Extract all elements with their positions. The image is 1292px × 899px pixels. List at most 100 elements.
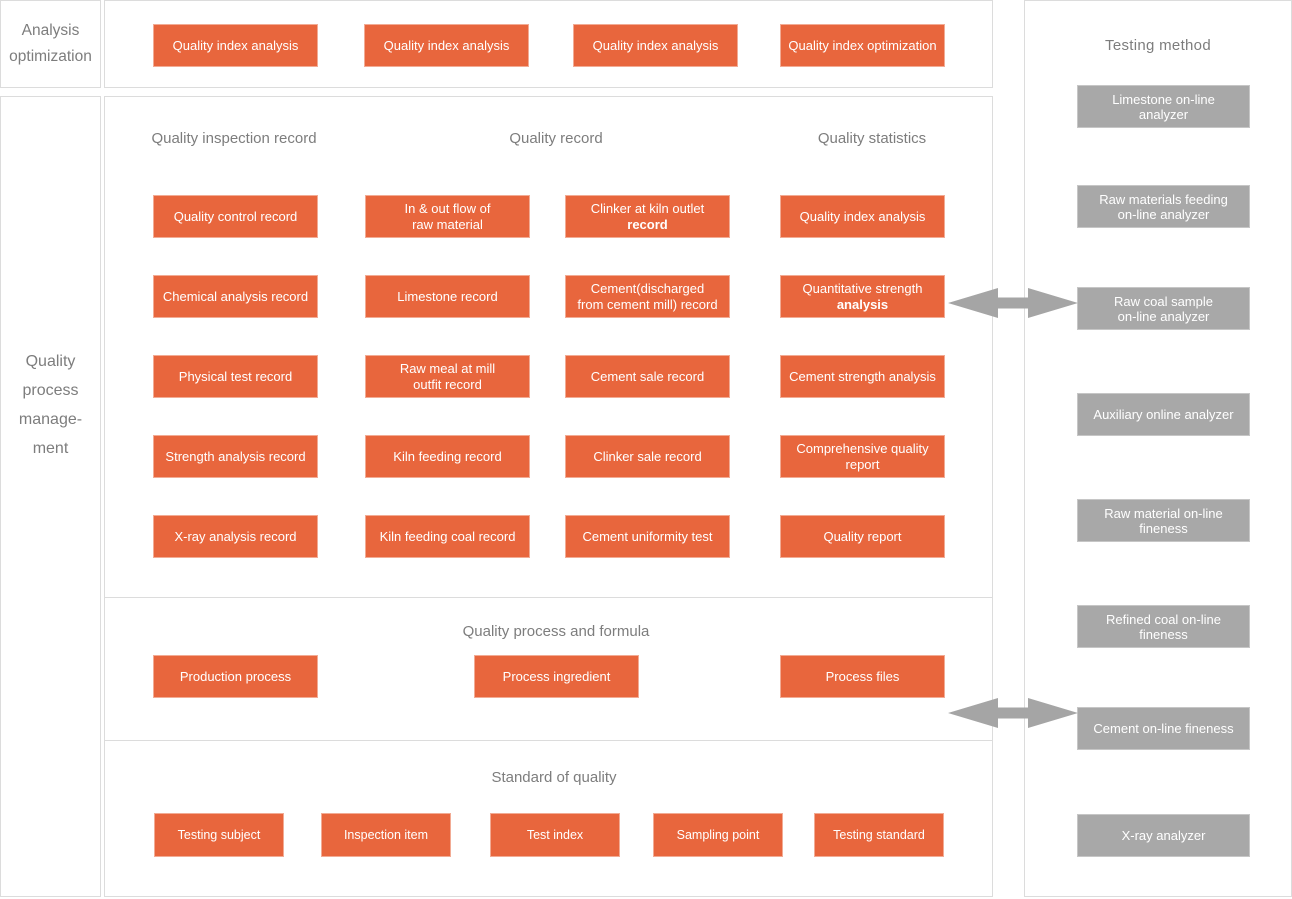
x-ray-analysis-record-button[interactable]: X-ray analysis record bbox=[153, 515, 318, 558]
comprehensive-quality-report-button[interactable]: Comprehensive quality report bbox=[780, 435, 945, 478]
strength-analysis-record-button[interactable]: Strength analysis record bbox=[153, 435, 318, 478]
refined-coal-online-fineness-box[interactable]: Refined coal on-line fineness bbox=[1077, 605, 1250, 648]
quality-control-record-button[interactable]: Quality control record bbox=[153, 195, 318, 238]
kiln-feeding-coal-record-button[interactable]: Kiln feeding coal record bbox=[365, 515, 530, 558]
button-label: Inspection item bbox=[343, 828, 429, 842]
in-out-flow-of-raw-material-button[interactable]: In & out flow of raw material bbox=[365, 195, 530, 238]
kiln-feeding-record-button[interactable]: Kiln feeding record bbox=[365, 435, 530, 478]
box-label-line: Limestone on-line bbox=[1112, 91, 1215, 107]
quality-index-optimization-button[interactable]: Quality index optimization bbox=[780, 24, 945, 67]
box-label-line: Raw material on-line bbox=[1104, 505, 1223, 521]
label-line: process bbox=[22, 382, 79, 399]
quality-records-section: Quality inspection record Quality record… bbox=[105, 97, 992, 597]
cement-sale-record-button[interactable]: Cement sale record bbox=[565, 355, 730, 398]
quality-process-management-label-cell: Quality process manage- ment bbox=[0, 96, 101, 897]
button-label-line: report bbox=[845, 456, 880, 472]
button-label-line: Clinker at kiln outlet bbox=[590, 200, 705, 216]
button-label: X-ray analysis record bbox=[174, 528, 297, 544]
button-label: Strength analysis record bbox=[165, 448, 306, 464]
button-label: Quality index analysis bbox=[799, 208, 926, 224]
button-label-line: Raw meal at mill bbox=[399, 360, 496, 376]
raw-meal-at-mill-outfit-record-button[interactable]: Raw meal at mill outfit record bbox=[365, 355, 530, 398]
button-label-line: Cement(discharged bbox=[590, 280, 705, 296]
quality-process-management-panel: Quality inspection record Quality record… bbox=[104, 96, 993, 897]
cement-uniformity-test-button[interactable]: Cement uniformity test bbox=[565, 515, 730, 558]
double-headed-arrow-icon-2 bbox=[948, 698, 1078, 728]
quality-index-analysis-button-3[interactable]: Quality index analysis bbox=[573, 24, 738, 67]
button-label: Process files bbox=[825, 668, 900, 684]
clinker-at-kiln-outlet-record-button[interactable]: Clinker at kiln outlet record bbox=[565, 195, 730, 238]
production-process-button[interactable]: Production process bbox=[153, 655, 318, 698]
box-label: Auxiliary online analyzer bbox=[1093, 407, 1234, 422]
button-label: Sampling point bbox=[676, 828, 760, 842]
analysis-optimization-label-cell: Analysis optimization bbox=[0, 0, 101, 88]
button-label: Cement uniformity test bbox=[582, 528, 713, 544]
quality-index-analysis-button-2[interactable]: Quality index analysis bbox=[364, 24, 529, 67]
standard-of-quality-header: Standard of quality bbox=[491, 769, 617, 786]
test-index-button[interactable]: Test index bbox=[490, 813, 620, 857]
quality-index-analysis-button-1[interactable]: Quality index analysis bbox=[153, 24, 318, 67]
box-label-line: fineness bbox=[1139, 520, 1188, 536]
testing-subject-button[interactable]: Testing subject bbox=[154, 813, 284, 857]
process-files-button[interactable]: Process files bbox=[780, 655, 945, 698]
quality-process-management-label: Quality process manage- ment bbox=[1, 347, 100, 463]
button-label: Physical test record bbox=[178, 368, 293, 384]
button-label-line: outfit record bbox=[413, 376, 482, 392]
box-label-line: on-line analyzer bbox=[1117, 206, 1210, 222]
box-label: Cement on-line fineness bbox=[1093, 721, 1234, 736]
raw-coal-sample-online-analyzer-box[interactable]: Raw coal sample on-line analyzer bbox=[1077, 287, 1250, 330]
raw-material-online-fineness-box[interactable]: Raw material on-line fineness bbox=[1077, 499, 1250, 542]
button-label: Testing subject bbox=[177, 828, 261, 842]
process-ingredient-button[interactable]: Process ingredient bbox=[474, 655, 639, 698]
button-label: Production process bbox=[179, 668, 292, 684]
box-label-line: on-line analyzer bbox=[1117, 308, 1210, 324]
physical-test-record-button[interactable]: Physical test record bbox=[153, 355, 318, 398]
inspection-item-button[interactable]: Inspection item bbox=[321, 813, 451, 857]
button-label: Testing standard bbox=[833, 828, 925, 842]
label-line: manage- bbox=[18, 411, 83, 428]
quality-index-analysis-button[interactable]: Quality index analysis bbox=[780, 195, 945, 238]
x-ray-analyzer-box[interactable]: X-ray analyzer bbox=[1077, 814, 1250, 857]
quality-report-button[interactable]: Quality report bbox=[780, 515, 945, 558]
quantitative-strength-analysis-button[interactable]: Quantitative strength analysis bbox=[780, 275, 945, 318]
clinker-sale-record-button[interactable]: Clinker sale record bbox=[565, 435, 730, 478]
label-line: Quality bbox=[25, 353, 76, 370]
button-label-line: Comprehensive quality bbox=[796, 440, 929, 456]
button-label: Clinker sale record bbox=[593, 448, 702, 464]
button-label: Quality index analysis bbox=[172, 37, 299, 53]
button-label-line: record bbox=[627, 216, 668, 232]
label-line: ment bbox=[32, 440, 69, 457]
standard-of-quality-section: Standard of quality Testing subject Insp… bbox=[105, 740, 992, 896]
button-label: Chemical analysis record bbox=[162, 288, 309, 304]
button-label: Kiln feeding coal record bbox=[379, 528, 516, 544]
cement-strength-analysis-button[interactable]: Cement strength analysis bbox=[780, 355, 945, 398]
button-label: Quality index analysis bbox=[592, 37, 719, 53]
button-label-line: analysis bbox=[836, 296, 889, 312]
analysis-optimization-label: Analysis optimization bbox=[9, 22, 92, 65]
sampling-point-button[interactable]: Sampling point bbox=[653, 813, 783, 857]
button-label: Process ingredient bbox=[502, 668, 611, 684]
auxiliary-online-analyzer-box[interactable]: Auxiliary online analyzer bbox=[1077, 393, 1250, 436]
raw-materials-feeding-online-analyzer-box[interactable]: Raw materials feeding on-line analyzer bbox=[1077, 185, 1250, 228]
cement-discharged-from-cement-mill-record-button[interactable]: Cement(discharged from cement mill) reco… bbox=[565, 275, 730, 318]
button-label: Cement sale record bbox=[590, 368, 705, 384]
button-label: Test index bbox=[526, 828, 584, 842]
limestone-record-button[interactable]: Limestone record bbox=[365, 275, 530, 318]
button-label: Quality index analysis bbox=[383, 37, 510, 53]
box-label-line: Refined coal on-line bbox=[1106, 611, 1221, 627]
box-label-line: fineness bbox=[1139, 626, 1188, 642]
quality-statistics-header: Quality statistics bbox=[817, 130, 927, 147]
button-label: Quality report bbox=[823, 528, 902, 544]
testing-standard-button[interactable]: Testing standard bbox=[814, 813, 944, 857]
limestone-online-analyzer-box[interactable]: Limestone on-line analyzer bbox=[1077, 85, 1250, 128]
box-label-line: analyzer bbox=[1138, 106, 1189, 122]
button-label: Cement strength analysis bbox=[789, 368, 936, 384]
testing-method-title: Testing method bbox=[1105, 37, 1211, 54]
cement-online-fineness-box[interactable]: Cement on-line fineness bbox=[1077, 707, 1250, 750]
button-label-line: from cement mill) record bbox=[577, 296, 718, 312]
quality-inspection-record-header: Quality inspection record bbox=[151, 130, 317, 147]
button-label: Quality control record bbox=[173, 208, 298, 224]
button-label: Limestone record bbox=[397, 288, 498, 304]
quality-record-header: Quality record bbox=[509, 130, 603, 147]
chemical-analysis-record-button[interactable]: Chemical analysis record bbox=[153, 275, 318, 318]
